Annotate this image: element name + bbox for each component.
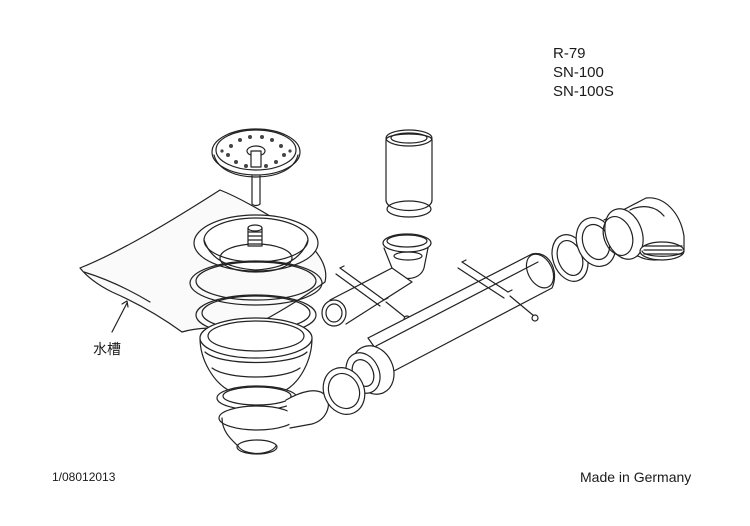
overflow-standpipe xyxy=(383,130,432,279)
model-sn100: SN-100 xyxy=(553,64,604,81)
document-code: 1/08012013 xyxy=(52,470,116,484)
sink-arrow xyxy=(112,301,128,332)
model-list: R-79 SN-100 SN-100S xyxy=(553,44,614,101)
short-pipe xyxy=(322,266,412,326)
model-r79: R-79 xyxy=(553,45,586,62)
gasket-rings xyxy=(190,261,322,335)
pipe-nut xyxy=(316,339,402,421)
drain-flange xyxy=(194,215,318,272)
sink-label: 水槽 xyxy=(93,342,121,358)
elbow-fitting xyxy=(598,198,684,265)
long-pipe xyxy=(368,249,559,372)
made-in-label: Made in Germany xyxy=(580,469,692,485)
strainer-basket xyxy=(212,129,300,206)
model-sn100s: SN-100S xyxy=(553,83,614,100)
drain-body xyxy=(200,318,328,454)
